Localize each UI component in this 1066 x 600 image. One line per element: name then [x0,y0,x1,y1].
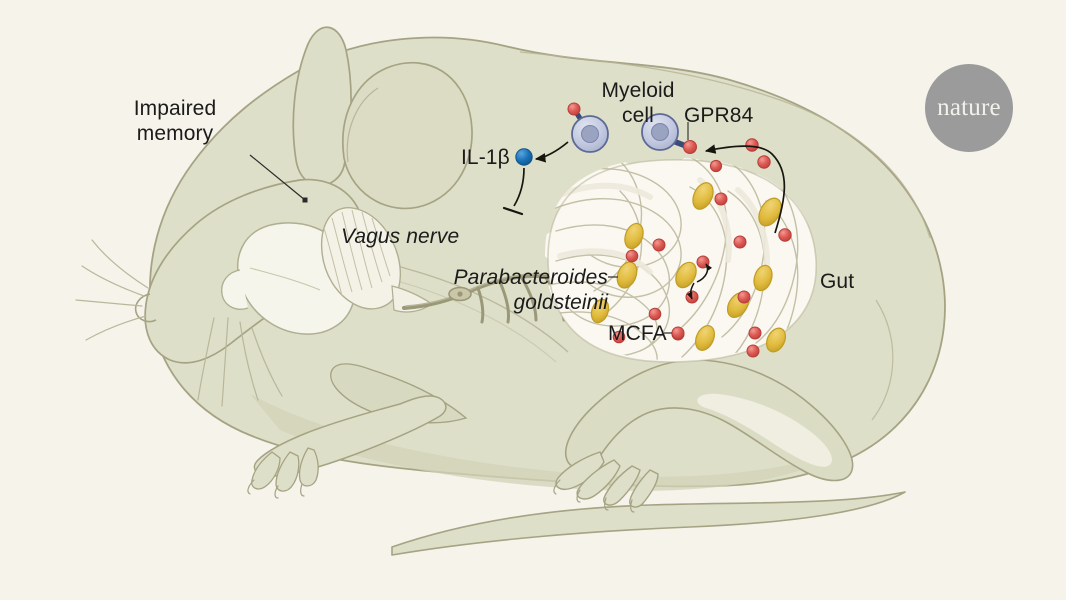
brain-fissure [249,267,321,291]
label-myeloid-cell: Myeloid cell [601,79,675,127]
mouse-femur-highlight [697,393,832,467]
bacterium [765,327,787,353]
nature-logo: nature [925,64,1013,152]
mouse-whiskers [75,239,283,407]
mouse-back-contour [519,51,931,239]
myeloid-cell-1 [567,102,609,153]
bacterium [675,261,697,289]
nature-logo-text: nature [937,94,1001,121]
mouse-ear-inner-crease [346,87,379,163]
mouse-rump-contour [871,299,894,421]
mcfa-molecule [714,192,728,206]
impaired-memory-leader [249,154,306,201]
gut-outline [547,159,817,363]
mcfa-molecule [612,330,626,344]
mouse-brain [221,207,434,335]
mcfa-molecule [757,155,771,169]
label-parabacteroides-goldsteinii: Parabacteroides goldsteinii [453,266,608,314]
mouse-front-paw [251,447,319,492]
mouse-tail [391,491,906,556]
mouse-figure [75,26,946,556]
il1b-molecule [515,148,533,166]
mouse-hind-paw [555,451,659,508]
mcfa-molecule [746,344,760,358]
mouse-hind-limb-near [564,359,854,482]
brain-cerebellum-folia [323,209,391,297]
label-gut: Gut [820,270,855,293]
bacterium [692,182,714,210]
bacterium [590,298,610,324]
label-il1b: IL-1β [461,146,510,169]
mouse-hind-paw-claw-tips [553,479,635,513]
bacteria-group [590,182,787,353]
bacterium [624,222,644,250]
mcfa-molecule [709,159,723,173]
label-mcfa: MCFA [608,322,667,345]
label-impaired-memory: Impaired memory [133,97,217,145]
bacterium [616,261,638,289]
vagus-ganglion-nucleus [457,291,463,297]
mcfa-molecule [648,307,662,321]
mouse-front-paw-claw-tips [247,479,305,499]
mcfa-molecule [748,326,762,340]
gpr84-bound-mcfa [683,140,697,154]
label-gpr84: GPR84 [684,104,754,127]
myeloid-to-il1b-arrow [534,141,569,163]
il1b-inhibits-vagus-arrow [502,167,525,216]
bacteria-release-mcfa-down-arrow [686,282,695,300]
bacterium [758,197,782,227]
mcfa-group [612,138,792,358]
mcfa-molecule [737,290,751,304]
myeloid-cell-nucleus [581,125,599,143]
mouse-ear-pointed [292,26,352,187]
mouse-nose [134,293,157,323]
mcfa-bound-receptor [567,102,581,116]
label-vagus-nerve: Vagus nerve [341,225,460,248]
mcfa-molecule-labelled [671,326,685,340]
brain-cerebellum [320,207,401,310]
mcfa-to-gpr84-arrow [704,144,786,234]
mcfa-molecule [652,238,666,252]
myeloid-cell-2 [641,113,697,154]
bacteria-release-mcfa-up-arrow [696,263,713,283]
myeloid-cell-nucleus [651,123,669,141]
mcfa-release-arrows [686,263,713,300]
bacterium [695,325,715,351]
impaired-memory-leader-dot [302,197,308,203]
mcfa-molecule [625,249,639,263]
brain-olfactory-bulb [221,269,249,310]
bacterium [753,264,773,292]
mcfa-molecule [778,228,792,242]
leader-lines [249,154,672,334]
mouse-ear-round [342,61,473,210]
mcfa-molecule [745,138,759,152]
mcfa-molecule [733,235,747,249]
